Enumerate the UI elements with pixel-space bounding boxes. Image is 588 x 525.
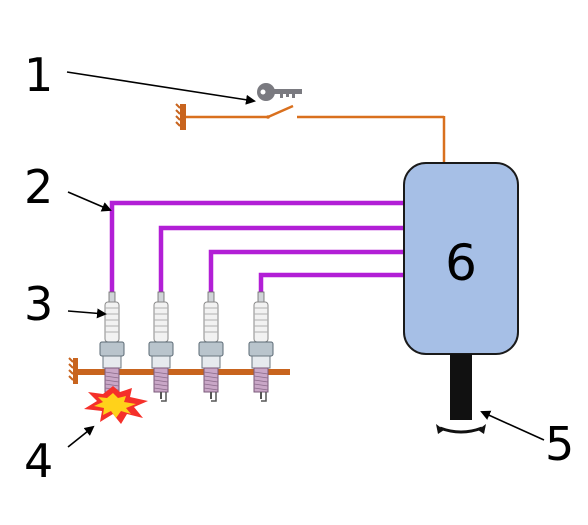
spark-plug-icon <box>198 291 224 402</box>
pointer-arrow-1 <box>66 71 256 105</box>
label-3: 3 <box>24 277 53 331</box>
spark-plug-icon <box>248 291 274 402</box>
primary-wire <box>186 104 446 163</box>
pointer-arrow-3 <box>67 308 107 319</box>
pointer-arrow-4 <box>67 425 95 448</box>
engine-ground-bar <box>68 357 290 384</box>
pointer-arrow-2 <box>67 191 112 212</box>
label-4: 4 <box>24 434 53 488</box>
ht-leads <box>109 200 406 296</box>
spark-plug-icon <box>148 291 174 402</box>
pointer-arrow-5 <box>480 410 545 441</box>
drive-shaft <box>450 354 472 420</box>
spark-icon <box>84 386 148 424</box>
label-2: 2 <box>24 160 53 214</box>
switch-icon <box>266 115 270 119</box>
box-label: 6 <box>445 234 477 292</box>
rotation-arrow-icon <box>436 424 486 434</box>
ground-symbol-switch <box>175 103 186 130</box>
spark-plug-icon <box>99 291 125 402</box>
label-5: 5 <box>545 417 574 471</box>
key-icon <box>257 83 302 101</box>
label-1: 1 <box>24 48 53 102</box>
